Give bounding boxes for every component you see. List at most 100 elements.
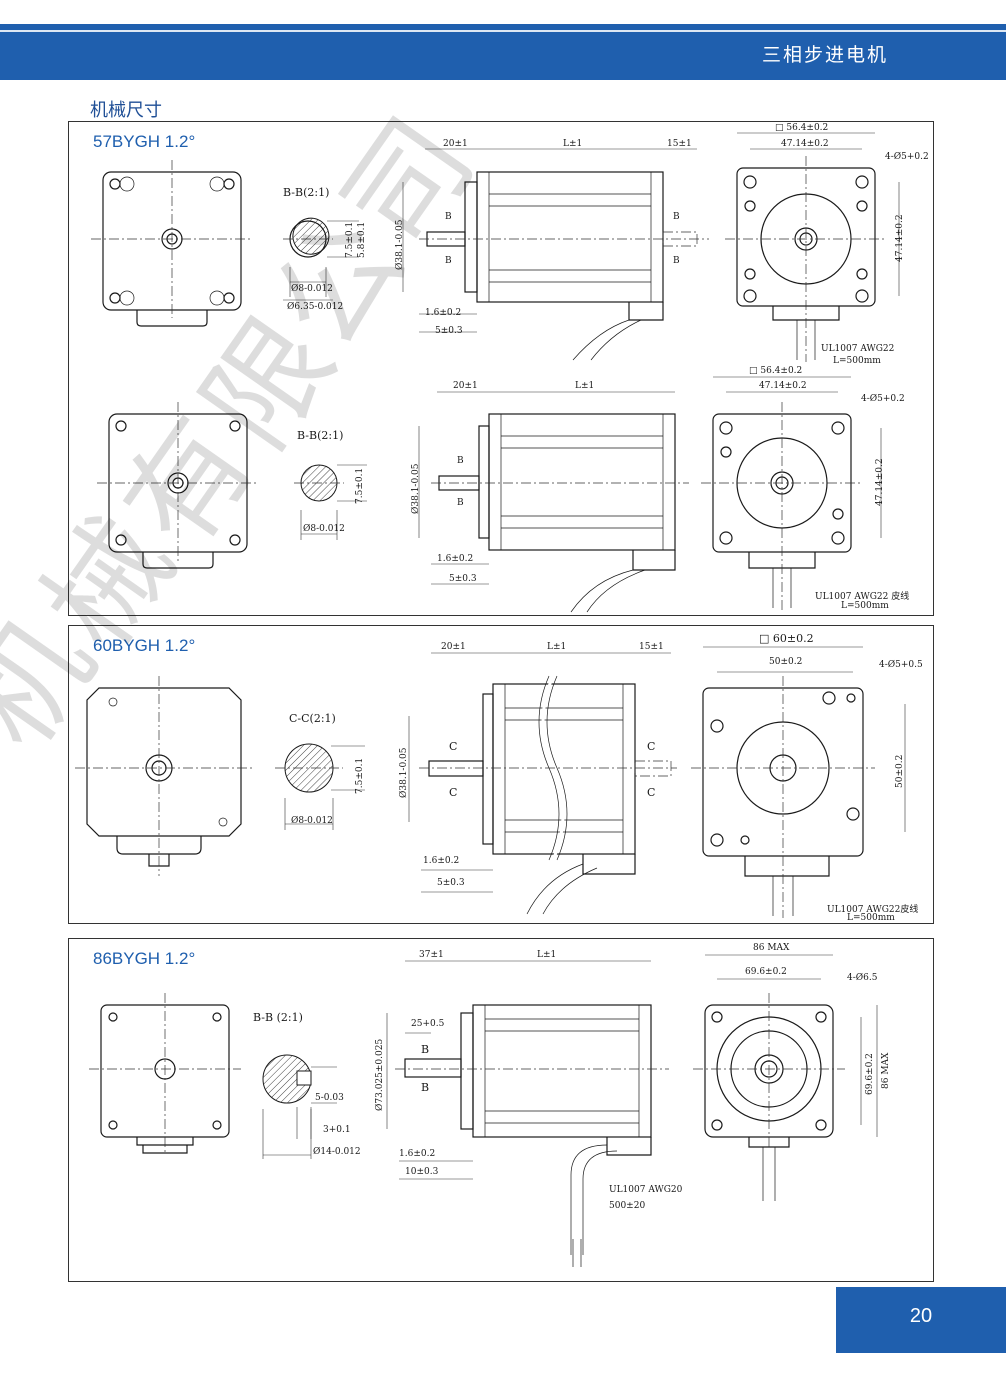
cable-label: UL1007 AWG22 [821,344,895,354]
side-view [408,652,677,915]
dim-label: Ø38.1-0.05 [395,219,405,271]
dim-label: 20±1 [441,642,466,652]
cable-label: UL1007 AWG22皮线 [827,905,919,915]
panel-60bygh: 60BYGH 1.2° [68,625,934,924]
dim-label: 69.6±0.2 [745,967,787,977]
dim-label: 37±1 [419,950,444,960]
section-mark: B [445,212,452,222]
cable-length: L=500mm [833,356,881,366]
section-mark: B [421,1081,430,1094]
dim-label: Ø6.35-0.012 [287,302,344,312]
dim-label: 20±1 [443,139,468,149]
dim-label: 50±0.2 [769,657,803,667]
dim-label: 3+0.1 [323,1125,351,1135]
dim-label: 47.14±0.2 [759,381,807,391]
section-view [262,1054,337,1159]
dim-label: 1.6±0.2 [425,308,462,318]
dim-label: 86 MAX [881,1052,891,1089]
dim-label: 15±1 [667,139,692,149]
dim-label: L±1 [547,642,567,652]
dim-label: 7.5±0.1 [355,757,365,794]
dim-label: 5±0.3 [437,878,465,888]
dim-label: □ 60±0.2 [759,632,814,645]
dim-label: 7.5±0.1 [355,467,365,504]
dim-label: 5±0.3 [435,326,463,336]
flange-view [691,646,906,918]
dim-label: 1.6±0.2 [399,1149,436,1159]
dim-label: □ 56.4±0.2 [775,123,829,133]
dim-label: 86 MAX [753,943,790,953]
dim-label: 4-Ø5+0.2 [885,152,929,162]
header-bar [0,24,1006,80]
cable-label: UL1007 AWG22 皮线 [815,592,910,602]
cable-label: UL1007 AWG20 [609,1185,683,1195]
section-label: B-B (2:1) [253,1011,303,1024]
section-mark: C [647,740,656,753]
dim-label: □ 56.4±0.2 [749,366,803,376]
cable-length: L=500mm [847,913,895,923]
side-view-bottom [418,391,689,613]
dim-label: Ø38.1-0.05 [399,747,409,799]
dim-label: L±1 [575,381,595,391]
cable-length: L=500mm [841,601,889,611]
dim-label: L±1 [537,950,557,960]
dim-label: Ø8-0.012 [291,284,333,294]
dim-label: 4-Ø5+0.2 [861,394,905,404]
flange-view [693,954,878,1201]
drawing-86bygh [89,954,878,1267]
header-divider [0,30,1006,32]
dim-label: 47.14±0.2 [875,458,885,506]
panel-title: 57BYGH 1.2° [93,132,196,151]
dim-label: 5±0.3 [449,574,477,584]
section-mark: B [673,256,680,266]
dim-label: 15±1 [639,642,664,652]
section-view-bottom [294,464,367,540]
dim-label: 7.5±0.1 [345,221,355,258]
section-label: C-C(2:1) [289,712,336,725]
dim-label: Ø73.025±0.025 [375,1038,385,1111]
section-mark: C [449,786,458,799]
drawing-60bygh [75,646,906,918]
header-title: 三相步进电机 [761,44,888,66]
section-mark: C [647,786,656,799]
section-view-top [283,217,359,301]
dim-label: 10±0.3 [405,1167,439,1177]
flange-view-top [725,132,900,362]
dim-label: 5-0.03 [315,1093,344,1103]
panel-title: 86BYGH 1.2° [93,949,196,968]
panel-title: 60BYGH 1.2° [93,636,196,655]
section-view [275,743,365,830]
section-mark: B [421,1043,430,1056]
section-heading: 机械尺寸 [90,100,162,121]
dim-label: 20±1 [453,381,478,391]
section-mark: B [457,456,464,466]
dim-label: L±1 [563,139,583,149]
front-view-top [91,160,253,327]
side-view [386,960,669,1267]
section-mark: C [449,740,458,753]
section-label: B-B(2:1) [297,429,344,442]
front-view [89,993,241,1155]
drawing-57bygh [91,132,900,613]
page-number: 20 [909,1305,933,1327]
section-mark: B [457,498,464,508]
section-label: B-B(2:1) [283,186,330,199]
dim-label: 47.14±0.2 [895,214,905,262]
dim-label: 4-Ø6.5 [847,973,878,983]
side-view-top [402,148,709,361]
dim-label: 47.14±0.2 [781,139,829,149]
dim-label: 25+0.5 [411,1019,445,1029]
dim-label: 5.8±0.1 [357,221,367,258]
dim-label: Ø14-0.012 [313,1147,361,1157]
section-mark: B [673,212,680,222]
front-view-bottom [97,402,259,569]
dim-label: Ø8-0.012 [291,816,333,826]
section-mark: B [445,256,452,266]
front-view [75,676,253,876]
panel-57bygh: 57BYGH 1.2° [68,121,934,616]
dim-label: Ø8-0.012 [303,524,345,534]
dim-label: Ø38.1-0.05 [411,463,421,515]
dim-label: 50±0.2 [895,754,905,788]
dim-label: 1.6±0.2 [423,856,460,866]
page-number-box: 20 [836,1287,1006,1353]
